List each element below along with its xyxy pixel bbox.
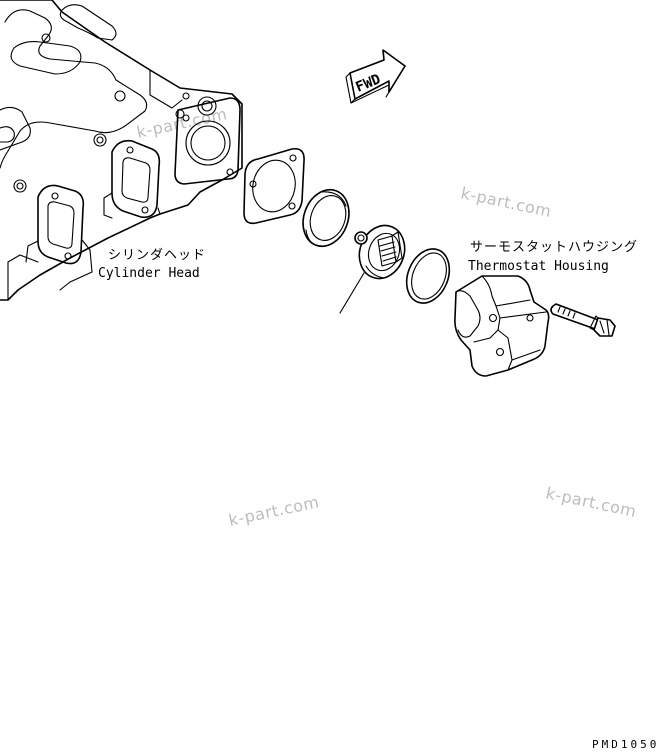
bolt-drawing — [550, 303, 616, 337]
watermark-bottom-left: k-part.com — [227, 492, 321, 530]
thermostat-housing-label-jp: サーモスタットハウジング — [470, 240, 638, 255]
fwd-label: FWD — [354, 71, 383, 95]
thermostat-housing-drawing — [454, 275, 550, 377]
cylinder-head-drawing — [0, 0, 243, 301]
drawing-code: PMD1050 — [592, 738, 659, 751]
fwd-direction-arrow: FWD — [345, 49, 406, 104]
o-ring-drawing — [405, 248, 451, 304]
cylinder-head-label-en: Cylinder Head — [98, 266, 200, 281]
thermostat-housing-label-en: Thermostat Housing — [468, 259, 609, 274]
watermark-top-right: k-part.com — [459, 183, 553, 221]
watermark-bottom-right: k-part.com — [544, 483, 638, 521]
seal-ring-drawing — [302, 188, 350, 248]
gasket-drawing — [243, 147, 305, 225]
cylinder-head-label-jp: シリンダヘッド — [108, 248, 206, 263]
thermostat-drawing — [354, 224, 406, 280]
thermostat-leader-line — [339, 272, 365, 314]
